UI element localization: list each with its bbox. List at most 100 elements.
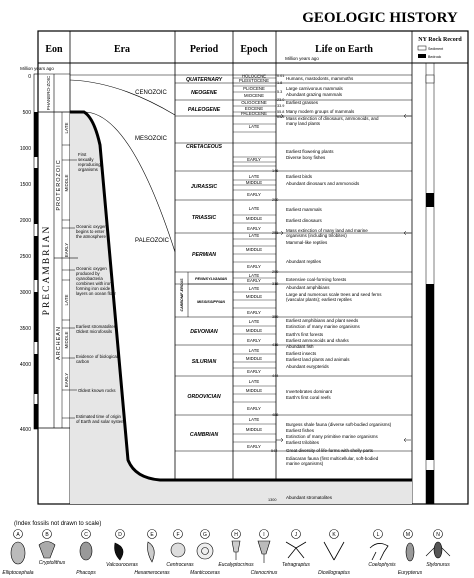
fossil-letter-c: C [84,532,88,538]
era-paleozoic: PALEOZOIC [135,238,170,244]
bedrock-swatch [418,54,426,58]
epoch-holocene: HOLOCENE [242,74,266,79]
phanerozoic-curve [70,110,412,482]
life-scale-trees: Large and numerous scale trees and seed … [286,292,382,302]
ma-ruler: 0 500 1000 1500 2000 2500 3000 3500 4000… [20,73,39,433]
age-299: 299 [272,270,278,274]
fossils-note: (Index fossils not drawn to scale) [14,521,101,527]
age-55-8: 55.8 [277,110,284,114]
dinosaur-icon [369,543,389,561]
proterozoic-early: EARLY [64,243,69,257]
fossil-e: E Hexameroceras [134,529,170,576]
period-quaternary: QUATERNARY [186,77,223,83]
legend-sediment: Sediment [428,47,443,51]
epoch-cambrian-late: LATE [249,417,260,422]
life-trilobites: Earliest trilobites [286,440,320,445]
header-eon: Eon [45,44,63,55]
life-shelly: Great diversity of life-forms with shell… [286,448,374,453]
epoch-eocene: EOCENE [245,106,263,111]
fossil-name-e: Hexameroceras [134,570,170,576]
epoch-devonian-late: LATE [249,319,260,324]
life-humans: Humans, mastodonts, mammoths [286,76,354,81]
trilobite-icon [79,541,93,561]
life-abundant-reptiles: Abundant reptiles [286,259,322,264]
epoch-devonian-early: EARLY [247,338,261,343]
fossil-name-a: Elliptocephala [2,570,33,576]
period-triassic: TRIASSIC [192,215,216,221]
fossil-f: F Centroceras [166,529,194,568]
age-5-3: 5.3 [277,90,282,94]
life-eurypterids: Abundant eurypterids [286,364,330,369]
fossil-name-c: Phacops [76,570,96,576]
trilobite-icon [10,541,26,565]
fossil-name-k: Dicellograptus [318,570,350,576]
header-period: Period [190,44,219,55]
period-silurian: SILURIAN [192,359,217,365]
fossil-g: G Manticoceras [190,529,220,576]
life-amphibians: Abundant amphibians [286,285,330,290]
era-cenozoic: CENOZOIC [135,90,167,96]
period-carboniferous: CARBONIF-EROUS [180,278,184,312]
fossil-name-l: Coelophysis [368,562,396,568]
eon-precambrian: PRECAMBRIAN [42,225,52,316]
age-65-5: 65.5 [277,115,284,119]
period-pennsylvanian: PENNSYLVANIAN [195,277,227,281]
period-cambrian: CAMBRIAN [190,432,218,438]
fossil-name-g: Manticoceras [190,570,220,576]
age-318: 318 [272,282,278,286]
fossil-name-f: Centroceras [166,562,194,568]
fossil-name-m: Eurypterus [398,570,423,576]
graptolite-icon [323,541,345,561]
life-mammals: Earliest mammals [286,207,323,212]
period-permian: PERMIAN [192,252,216,258]
epoch-oligocene: OLIGOCENE [241,100,267,105]
age-200: 200 [272,198,278,202]
ammonoid-icon [196,542,214,560]
life-abundant-fish: Abundant fish [286,344,314,349]
epoch-miss-early: EARLY [247,310,261,315]
fossil-row: A Elliptocephala B Cryptolithus C Phacop… [2,529,450,576]
life-coal-forests: Extensive coal-forming forests [286,277,347,282]
epoch-triassic-late: LATE [249,206,260,211]
ma-tick-0: 0 [28,74,31,80]
life-earliest-dinosaurs: Earliest dinosaurs [286,218,323,223]
fossil-letter-h: H [234,532,238,538]
fossil-letter-m: M [406,532,410,538]
crinoid-icon [231,540,241,560]
life-extinction-marine: Extinction of many marine organisms [286,324,361,329]
life-grazing-mammals: Abundant grazing mammals [286,92,343,97]
fossil-b: B Cryptolithus [38,529,66,566]
note-leaders [62,159,77,419]
fossil-letter-i: I [263,532,264,538]
age-444: 444 [272,374,278,378]
ny-rock-record [425,63,435,504]
period-neogene: NEOGENE [191,90,217,96]
life-modern-mammals: Many modern groups of mammals [286,109,355,114]
trilobite-icon [38,541,56,559]
life-flowering-plants: Earliest flowering plants [286,149,334,154]
life-first-forests: Earth's first forests [286,332,324,337]
fossil-letter-l: L [377,532,380,538]
period-cretaceous: CRETACEOUS [186,144,222,150]
age-1-8: 1.8 [277,81,282,85]
mya-label-left: Million years ago [20,66,54,71]
age-0-01: 0.01 [277,74,284,78]
epoch-sublines [233,77,276,443]
epoch-devonian-middle: MIDDLE [246,328,262,333]
age-33-9: 33.9 [277,104,284,108]
cephalopod-icon [114,542,124,561]
ma-tick-500: 500 [23,110,32,116]
sediment-swatch [417,45,427,51]
epoch-silurian-early: EARLY [247,369,261,374]
fossil-name-h: Eucalyptocrinus [218,562,254,568]
fossil-name-j: Tetragraptus [282,562,310,568]
precambrian-shade [70,112,412,504]
age-359: 359 [272,315,278,319]
note-oldest-rocks: Oldest known rocks [78,388,116,393]
